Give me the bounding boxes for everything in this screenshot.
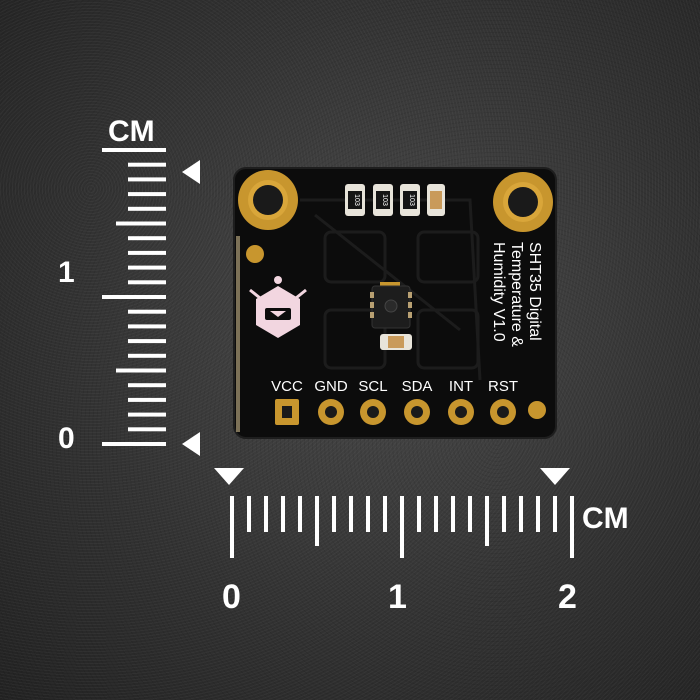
vertical-tick (128, 353, 166, 358)
horizontal-right-marker-icon (540, 468, 570, 485)
pin-pad-rst (490, 399, 516, 425)
vertical-tick (102, 148, 166, 152)
pin-label-rst: RST (488, 378, 518, 395)
vertical-tick (128, 309, 166, 314)
horizontal-tick (434, 496, 438, 532)
vertical-tick (128, 324, 166, 329)
horizontal-tick (519, 496, 523, 532)
horizontal-tick (536, 496, 540, 532)
board-title-line-2: Temperature & (508, 242, 525, 347)
via-pad-small-icon (528, 401, 546, 419)
vertical-ruler-label-1: 1 (58, 256, 75, 289)
via-pad-icon (246, 245, 264, 263)
horizontal-ruler-label-2: 2 (558, 578, 577, 616)
horizontal-tick (400, 496, 404, 558)
vertical-ruler-ticks (102, 148, 166, 446)
pin-labels: VCC GND SCL SDA INT RST (271, 378, 518, 395)
vertical-tick (128, 397, 166, 402)
horizontal-ruler-ticks (230, 496, 574, 558)
pin-label-gnd: GND (314, 378, 348, 395)
capacitor-icon (380, 334, 412, 350)
horizontal-tick (417, 496, 421, 532)
pin-pad-int (448, 399, 474, 425)
vertical-tick (102, 295, 166, 299)
vertical-bottom-marker-icon (182, 432, 200, 456)
vertical-tick (128, 265, 166, 270)
resistor-row: 103 103 103 (345, 184, 445, 216)
vertical-tick (116, 368, 166, 373)
horizontal-left-marker-icon (214, 468, 244, 485)
horizontal-ruler: CM 0 1 2 (214, 468, 629, 616)
horizontal-tick (332, 496, 336, 532)
horizontal-tick (468, 496, 472, 532)
horizontal-tick (553, 496, 557, 532)
pin-label-scl: SCL (358, 378, 387, 395)
horizontal-tick (315, 496, 319, 546)
vertical-tick (128, 427, 166, 432)
horizontal-ruler-label-1: 1 (388, 578, 407, 616)
mounting-hole-right-icon (493, 172, 553, 232)
horizontal-tick (349, 496, 353, 532)
resistor-2-code: 103 (381, 194, 388, 206)
vertical-ruler-label-0: 0 (58, 422, 75, 455)
vertical-tick (128, 177, 166, 182)
pin-pad-gnd (318, 399, 344, 425)
board-title-line-1: SHT35 Digital (526, 242, 543, 341)
horizontal-tick (383, 496, 387, 532)
vertical-tick (102, 442, 166, 446)
sensor-board: 103 103 103 (233, 167, 557, 439)
pin-pad-sda (404, 399, 430, 425)
horizontal-tick (264, 496, 268, 532)
horizontal-tick (298, 496, 302, 532)
pin-label-vcc: VCC (271, 378, 303, 395)
vertical-tick (128, 206, 166, 211)
pin-label-int: INT (449, 378, 473, 395)
vertical-tick (128, 236, 166, 241)
board-title: SHT35 Digital Temperature & Humidity V1.… (490, 242, 543, 347)
horizontal-tick (570, 496, 574, 558)
sht35-chip-icon (370, 282, 412, 329)
resistor-1-code: 103 (353, 194, 360, 206)
vertical-tick (128, 339, 166, 344)
horizontal-ruler-label-0: 0 (222, 578, 241, 616)
horizontal-tick (366, 496, 370, 532)
horizontal-tick (485, 496, 489, 546)
vertical-tick (128, 280, 166, 285)
horizontal-tick (281, 496, 285, 532)
vertical-tick (128, 192, 166, 197)
vertical-tick (128, 412, 166, 417)
vertical-tick (128, 250, 166, 255)
horizontal-tick (502, 496, 506, 532)
vertical-top-marker-icon (182, 160, 200, 184)
vertical-ruler-unit: CM (108, 115, 155, 148)
horizontal-tick (230, 496, 234, 558)
horizontal-tick (247, 496, 251, 532)
resistor-3-code: 103 (408, 194, 415, 206)
horizontal-tick (451, 496, 455, 532)
vertical-tick (128, 162, 166, 167)
horizontal-ruler-unit: CM (582, 502, 629, 535)
vertical-tick (116, 221, 166, 226)
robot-logo-icon (249, 276, 307, 338)
vertical-ruler: CM 1 0 (58, 115, 200, 456)
mounting-hole-left-icon (238, 170, 298, 230)
pin-pads (275, 399, 546, 425)
vertical-tick (128, 383, 166, 388)
pin-pad-scl (360, 399, 386, 425)
pin-label-sda: SDA (402, 378, 433, 395)
pcb-edge-highlight (236, 236, 240, 432)
board-title-line-3: Humidity V1.0 (490, 242, 507, 342)
